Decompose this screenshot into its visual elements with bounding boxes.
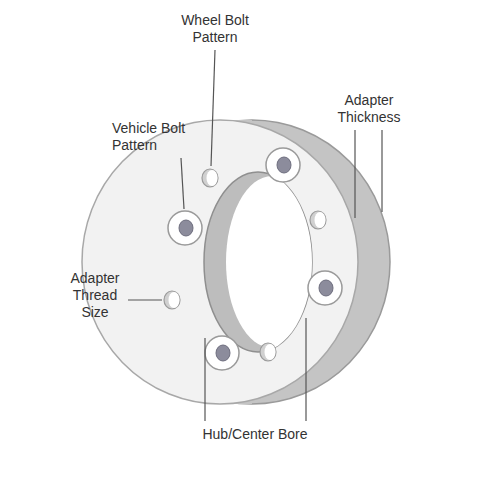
leader-line	[354, 130, 355, 218]
wheel-bolt-hole	[308, 271, 342, 305]
stud-center	[319, 280, 333, 296]
leader-line	[181, 158, 184, 209]
stud-center	[277, 157, 291, 173]
thread-hole-inner	[265, 344, 276, 360]
dimension-label: Adapter Thickness	[326, 92, 412, 126]
adapter-body	[82, 120, 390, 404]
vehicle-bolt-holes	[164, 169, 326, 361]
stud-center	[216, 345, 230, 361]
leader-lines	[128, 50, 382, 421]
wheel-bolt-hole	[205, 336, 239, 370]
part-label: Vehicle Bolt Pattern	[112, 120, 208, 154]
dimension-label: Adapter Thread Size	[64, 270, 126, 321]
thread-hole	[164, 291, 180, 309]
thread-hole	[202, 169, 218, 187]
wheel-bolt-hole	[266, 148, 300, 182]
leader-line	[381, 130, 382, 212]
wheel-bolt-holes	[168, 148, 342, 370]
leader-line	[211, 50, 215, 166]
bore-opening	[226, 176, 318, 348]
thread-hole-inner	[207, 170, 218, 186]
thread-hole	[260, 343, 276, 361]
wheel-bolt-hole	[168, 211, 202, 245]
thread-hole-inner	[169, 292, 180, 308]
leader-line	[305, 318, 306, 421]
adapter-face	[82, 120, 358, 404]
thread-hole-inner	[315, 212, 326, 228]
thread-hole	[310, 211, 326, 229]
leader-line	[128, 299, 162, 300]
part-label: Wheel Bolt Pattern	[170, 12, 260, 46]
leader-line	[204, 338, 205, 421]
stud-center	[179, 220, 193, 236]
part-label: Hub/Center Bore	[180, 426, 330, 443]
